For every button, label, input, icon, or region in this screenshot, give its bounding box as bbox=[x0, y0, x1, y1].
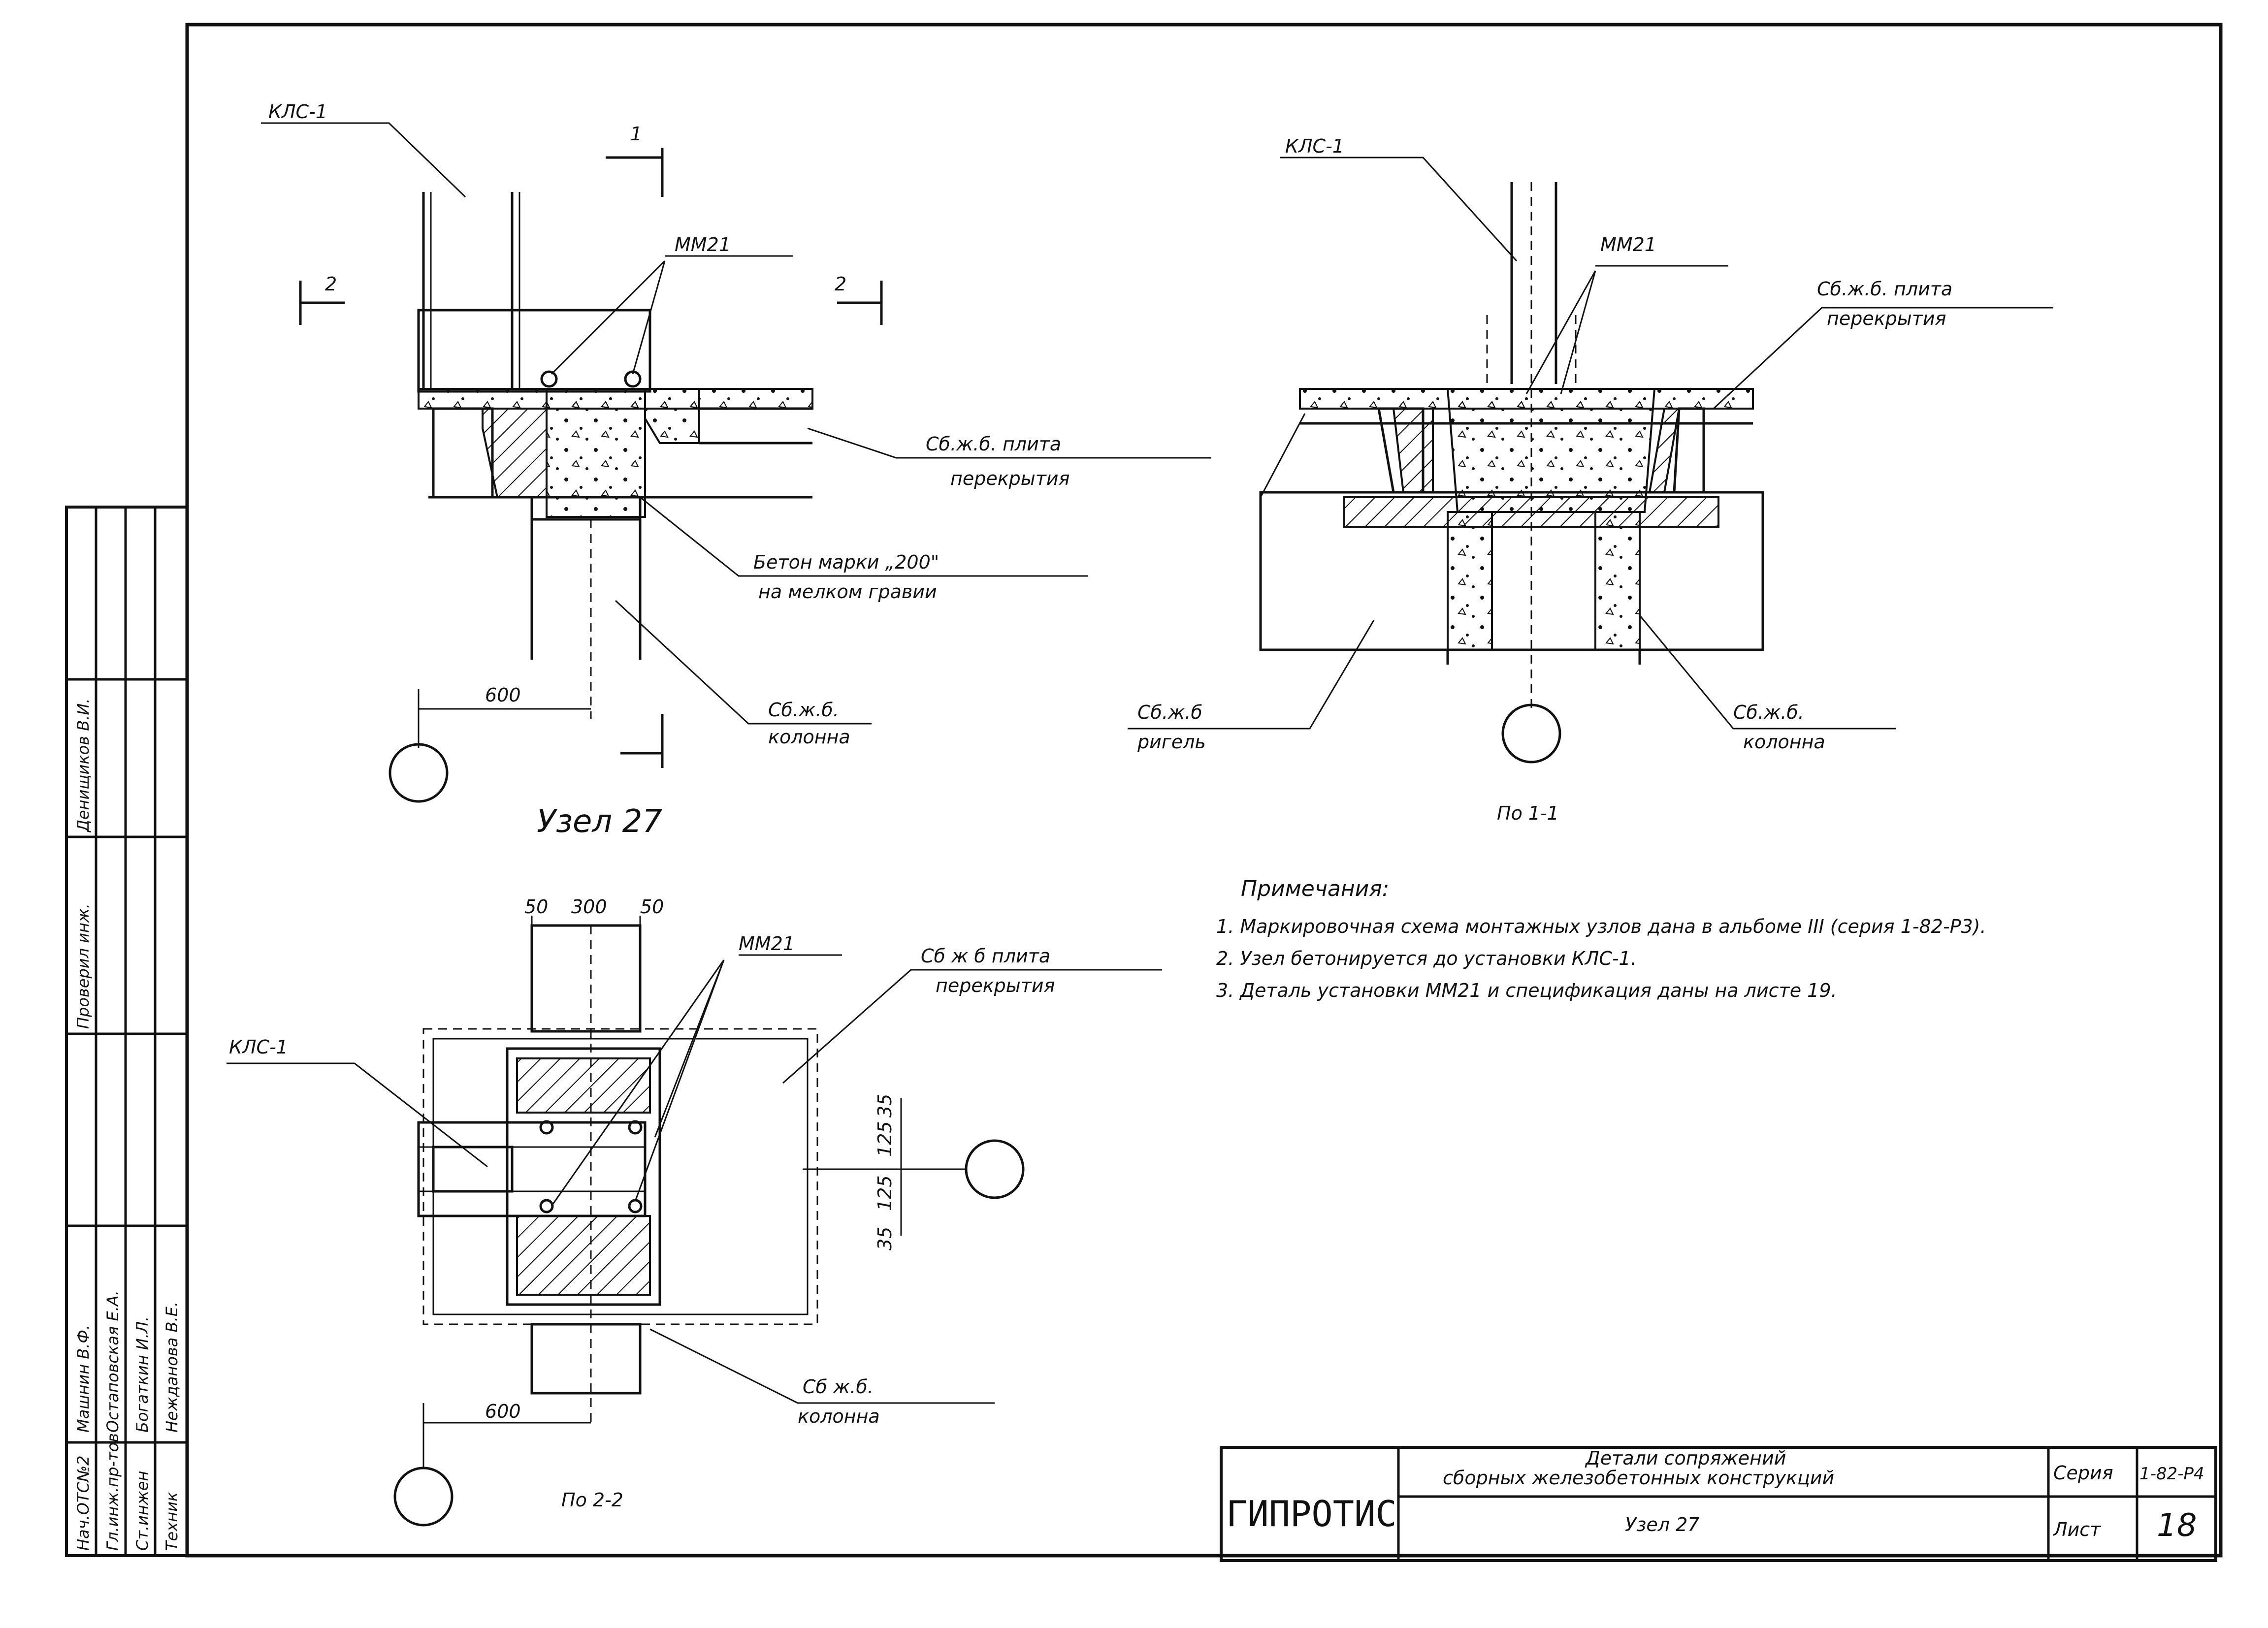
sheet-value: 18 bbox=[2157, 1507, 2197, 1544]
column-label-line1: Сб.ж.б. bbox=[768, 699, 839, 721]
section-1-1-view bbox=[1128, 157, 2053, 764]
side-name-5: Денищиков В.И. bbox=[74, 698, 93, 833]
stamp-subtitle: Узел 27 bbox=[1625, 1514, 1699, 1535]
concrete-label-line1: Бетон марки „200" bbox=[753, 551, 939, 573]
stamp-title-line2: сборных железобетонных конструкций bbox=[1443, 1467, 1834, 1489]
beam-label-line1: Сб.ж.б bbox=[1137, 702, 1202, 723]
column-label-line2: колонна bbox=[1743, 731, 1825, 753]
note-item-1: 1. Маркировочная схема монтажных узлов д… bbox=[1216, 916, 1986, 937]
axis-marker-circle bbox=[965, 1139, 1025, 1199]
klc-label: КЛС-1 bbox=[1285, 135, 1344, 157]
axis-marker-circle bbox=[393, 1467, 454, 1527]
side-role-3: Ст.инжен bbox=[133, 1471, 152, 1551]
dim-side-125-top: 125 bbox=[874, 1121, 896, 1157]
section-title: По 2-2 bbox=[561, 1489, 623, 1511]
slab-label-line2: перекрытия bbox=[1827, 308, 1946, 329]
section-mark-2-left: 2 bbox=[325, 273, 337, 295]
side-role-1: Нач.ОТС№2 bbox=[74, 1456, 93, 1551]
mm-label: ММ21 bbox=[739, 933, 795, 955]
side-name-3: Богаткин И.Л. bbox=[133, 1316, 152, 1433]
note-item-2: 2. Узел бетонируется до установки КЛС-1. bbox=[1216, 948, 1637, 969]
beam-label-line2: ригель bbox=[1137, 731, 1206, 753]
section-2-2-view bbox=[227, 916, 1162, 1527]
dim-top-50-left: 50 bbox=[524, 896, 548, 918]
slab-label-line1: Сб ж б плита bbox=[921, 945, 1050, 967]
column-label-line2: колонна bbox=[768, 726, 850, 748]
dim-top-50-right: 50 bbox=[640, 896, 664, 918]
side-role-4: Техник bbox=[162, 1492, 181, 1551]
side-name-1: Машнин В.Ф. bbox=[74, 1325, 93, 1433]
dim-side-35-bottom: 35 bbox=[874, 1227, 896, 1250]
slab-label-line1: Сб.ж.б. плита bbox=[926, 433, 1061, 455]
section-title: По 1-1 bbox=[1497, 802, 1559, 824]
column-label-line1: Сб.ж.б. bbox=[1733, 702, 1804, 723]
mm-label: ММ21 bbox=[675, 234, 731, 255]
mm-label: ММ21 bbox=[1600, 234, 1656, 255]
stamp-org: ГИПРОТИС bbox=[1226, 1493, 1397, 1534]
note-item-3: 3. Деталь установки ММ21 и спецификация … bbox=[1216, 980, 1837, 1001]
side-role-2: Гл.инж.пр-тов bbox=[103, 1433, 122, 1551]
stamp-title-line1: Детали сопряжений bbox=[1585, 1447, 1786, 1469]
side-role-5: Проверил инж. bbox=[74, 903, 93, 1029]
node-27-view bbox=[261, 122, 1211, 803]
column-label-line1: Сб ж.б. bbox=[803, 1376, 874, 1398]
slab-label-line1: Сб.ж.б. плита bbox=[1817, 278, 1952, 300]
title-stamp bbox=[1220, 1446, 2217, 1562]
klc-label: КЛС-1 bbox=[268, 101, 327, 123]
klc-label: КЛС-1 bbox=[229, 1036, 288, 1058]
dim-top-300: 300 bbox=[571, 896, 607, 918]
sheet-label: Лист bbox=[2052, 1519, 2102, 1540]
column-label-line2: колонна bbox=[798, 1405, 880, 1427]
dimension-600: 600 bbox=[485, 684, 521, 706]
slab-label-line2: перекрытия bbox=[950, 468, 1070, 489]
side-name-2: Остаповская Е.А. bbox=[103, 1290, 122, 1433]
slab-label-line2: перекрытия bbox=[936, 975, 1055, 996]
section-mark-1: 1 bbox=[630, 123, 642, 145]
section-mark-2-right: 2 bbox=[835, 273, 846, 295]
side-name-4: Нежданова В.Е. bbox=[162, 1302, 181, 1433]
axis-marker-circle bbox=[389, 743, 449, 803]
dimension-600: 600 bbox=[485, 1401, 521, 1422]
signature-table bbox=[65, 506, 189, 1557]
node-title: Узел 27 bbox=[537, 803, 662, 840]
concrete-label-line2: на мелком гравии bbox=[758, 581, 937, 603]
dim-side-35-top: 35 bbox=[874, 1094, 896, 1117]
series-value: 1-82-Р4 bbox=[2139, 1464, 2204, 1484]
dim-side-125-bottom: 125 bbox=[874, 1175, 896, 1211]
series-label: Серия bbox=[2053, 1462, 2113, 1484]
axis-marker-circle bbox=[1501, 703, 1561, 764]
notes-heading: Примечания: bbox=[1241, 876, 1390, 901]
